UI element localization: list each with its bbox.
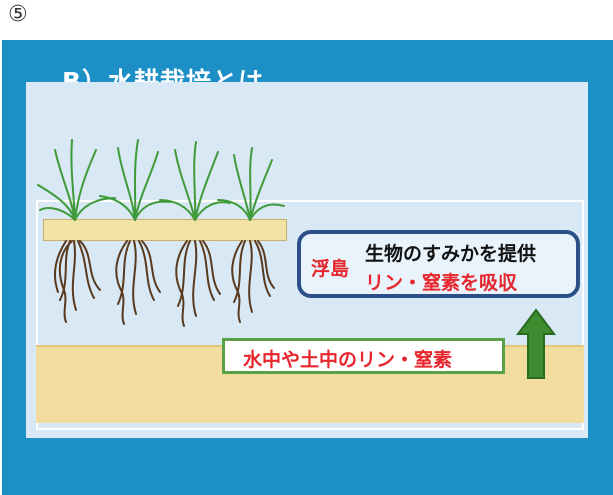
page-number: ⑤ [8, 2, 28, 27]
floating-island-callout: 浮島 生物のすみかを提供 リン・窒素を吸収 [297, 230, 580, 298]
callout-name: 浮島 [311, 258, 350, 280]
arrow-up-icon [516, 308, 556, 379]
floating-island [43, 219, 287, 241]
plants-illustration [37, 139, 285, 327]
water-body-outline [36, 200, 584, 430]
callout-line1: 生物のすみかを提供 [365, 243, 537, 265]
plant-icon [37, 139, 116, 323]
nutrient-label: 水中や土中のリン・窒素 [243, 349, 453, 371]
plant-icon [99, 139, 171, 325]
callout-line2: リン・窒素を吸収 [365, 272, 518, 294]
plant-icon [217, 147, 285, 323]
plant-icon [159, 141, 231, 327]
nutrient-label-box: 水中や土中のリン・窒素 [222, 338, 505, 374]
